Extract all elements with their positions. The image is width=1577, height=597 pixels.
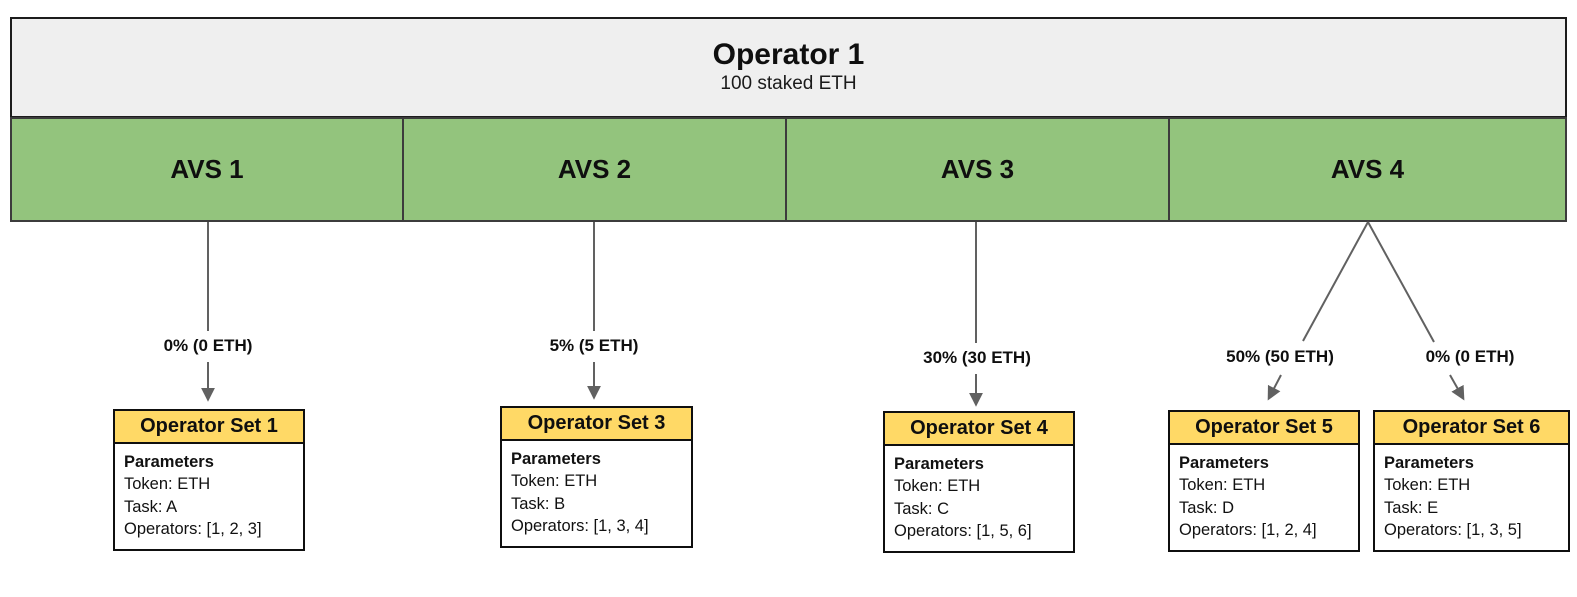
- operator-set-3-title: Operator Set 3: [502, 408, 691, 441]
- allocation-label-avs2: 5% (5 ETH): [549, 336, 639, 355]
- param-operators: Operators: [1, 5, 6]: [894, 522, 1032, 541]
- avs-segment-1-label: AVS 1: [170, 154, 244, 184]
- operator-stake: 100 staked ETH: [720, 73, 857, 95]
- param-operators: Operators: [1, 3, 4]: [511, 517, 649, 536]
- operator-set-card-4: Operator Set 4 Parameters Token: ETH Tas…: [883, 411, 1075, 553]
- allocation-label-avs3: 30% (30 ETH): [923, 348, 1031, 367]
- param-token: Token: ETH: [1179, 476, 1266, 495]
- param-token: Token: ETH: [511, 472, 598, 491]
- param-task: Task: B: [511, 494, 566, 513]
- operator-set-card-3: Operator Set 3 Parameters Token: ETH Tas…: [500, 406, 693, 548]
- operator-set-card-5: Operator Set 5 Parameters Token: ETH Tas…: [1168, 410, 1360, 552]
- param-token: Token: ETH: [1384, 476, 1471, 495]
- params-heading: Parameters: [1179, 454, 1269, 472]
- avs-segment-3-label: AVS 3: [940, 154, 1015, 184]
- avs-segment-3: AVS 3: [787, 119, 1170, 220]
- operator-set-card-1: Operator Set 1 Parameters Token: ETH Tas…: [113, 409, 305, 551]
- param-operators: Operators: [1, 2, 4]: [1179, 521, 1317, 540]
- arrow-avs4-to-set5-lower: [1267, 374, 1282, 401]
- arrow-avs4-to-set5-upper: [1302, 221, 1369, 342]
- operator-set-card-6: Operator Set 6 Parameters Token: ETH Tas…: [1373, 410, 1570, 552]
- operator-set-3-params: Parameters Token: ETH Task: B Operators:…: [502, 441, 691, 546]
- avs-segment-1: AVS 1: [12, 119, 404, 220]
- avs-segment-2-label: AVS 2: [557, 154, 632, 184]
- operator-set-5-params: Parameters Token: ETH Task: D Operators:…: [1170, 445, 1358, 550]
- operator-set-6-params: Parameters Token: ETH Task: E Operators:…: [1375, 445, 1568, 550]
- param-task: Task: A: [124, 497, 178, 516]
- operator-set-5-title: Operator Set 5: [1170, 412, 1358, 445]
- operator-set-4-params: Parameters Token: ETH Task: C Operators:…: [885, 446, 1073, 551]
- param-token: Token: ETH: [894, 477, 981, 496]
- avs-segment-4-label: AVS 4: [1330, 154, 1405, 184]
- avs-segment-2: AVS 2: [404, 119, 787, 220]
- param-token: Token: ETH: [124, 475, 211, 494]
- allocation-label-avs1: 0% (0 ETH): [163, 336, 253, 355]
- param-operators: Operators: [1, 3, 5]: [1384, 521, 1522, 540]
- allocation-label-avs4-right: 0% (0 ETH): [1425, 347, 1515, 366]
- param-operators: Operators: [1, 2, 3]: [124, 520, 262, 539]
- params-heading: Parameters: [124, 453, 214, 471]
- operator-set-6-title: Operator Set 6: [1375, 412, 1568, 445]
- avs-bar: AVS 1 AVS 2 AVS 3 AVS 4: [10, 117, 1567, 222]
- param-task: Task: D: [1179, 498, 1235, 517]
- param-task: Task: C: [894, 499, 950, 518]
- allocation-label-avs4-left: 50% (50 ETH): [1226, 347, 1334, 366]
- avs-segment-4: AVS 4: [1170, 119, 1565, 220]
- params-heading: Parameters: [1384, 454, 1474, 472]
- arrow-avs4-to-set6-lower: [1449, 374, 1465, 401]
- param-task: Task: E: [1384, 498, 1439, 517]
- operator-set-4-title: Operator Set 4: [885, 413, 1073, 446]
- params-heading: Parameters: [894, 455, 984, 473]
- arrow-avs4-to-set6-upper: [1367, 221, 1435, 343]
- operator-set-1-params: Parameters Token: ETH Task: A Operators:…: [115, 444, 303, 549]
- params-heading: Parameters: [511, 450, 601, 468]
- operator-title: Operator 1: [712, 37, 865, 71]
- operator-set-1-title: Operator Set 1: [115, 411, 303, 444]
- operator-box: Operator 1 100 staked ETH: [10, 17, 1567, 118]
